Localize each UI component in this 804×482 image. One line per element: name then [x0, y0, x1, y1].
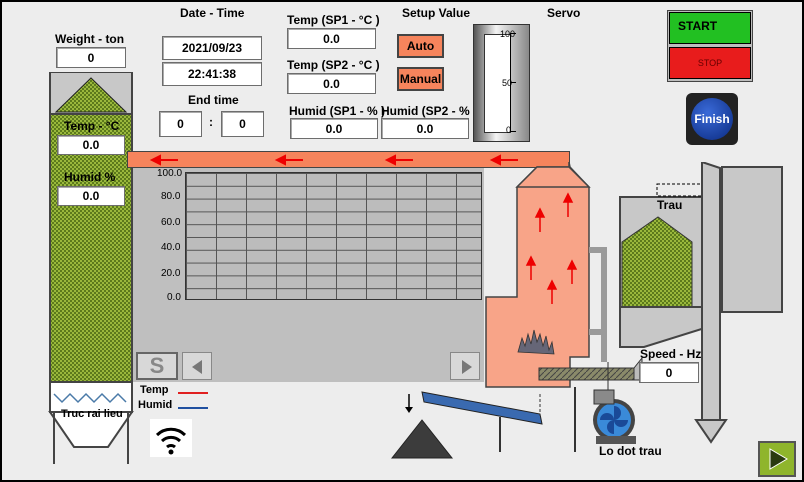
- humid-sp2-label: Humid (SP2 - % ): [381, 104, 478, 118]
- trend-scroll-left-button[interactable]: [182, 352, 212, 380]
- auto-button[interactable]: Auto: [397, 34, 444, 58]
- date-field: 2021/09/23: [162, 36, 262, 60]
- lo-dot-trau-label: Lo dot trau: [599, 444, 662, 458]
- triangle-right-icon: [462, 360, 472, 374]
- temp-sp1-field[interactable]: 0.0: [287, 28, 376, 49]
- triangle-left-icon: [192, 360, 202, 374]
- humid-sp1-label: Humid (SP1 - % ): [289, 104, 386, 118]
- end-time-label: End time: [188, 93, 239, 107]
- legend-temp-label: Temp: [140, 384, 169, 396]
- weight-field[interactable]: 0: [56, 47, 126, 68]
- plant-graphic: [390, 162, 783, 459]
- air-duct: [127, 151, 570, 168]
- finish-button[interactable]: Finish: [691, 98, 733, 140]
- end-hour-field[interactable]: 0: [159, 111, 202, 137]
- servo-tick-100: 100: [500, 29, 516, 39]
- manual-button[interactable]: Manual: [397, 67, 444, 91]
- trend-tick: 40.0: [161, 242, 181, 253]
- trend-tick: 0.0: [167, 292, 181, 303]
- end-time-separator: :: [209, 115, 213, 129]
- servo-tick-0: 0: [506, 125, 512, 135]
- silo-humid-label: Humid %: [64, 170, 116, 184]
- start-button[interactable]: START: [669, 12, 751, 44]
- silo-graphic: [48, 72, 134, 464]
- humid-sp1-field[interactable]: 0.0: [290, 118, 378, 139]
- trend-scroll-button[interactable]: S: [136, 352, 178, 380]
- temp-sp1-label: Temp (SP1 - °C ): [287, 13, 380, 27]
- humid-sp2-field[interactable]: 0.0: [381, 118, 469, 139]
- setup-value-label: Setup Value: [402, 6, 471, 20]
- trau-label: Trau: [657, 198, 683, 212]
- silo-temp-field[interactable]: 0.0: [57, 135, 125, 155]
- end-min-field[interactable]: 0: [221, 111, 264, 137]
- legend-humid-label: Humid: [138, 399, 173, 411]
- speed-label: Speed - Hz: [640, 347, 702, 361]
- trend-tick: 20.0: [161, 268, 181, 279]
- weight-label: Weight - ton: [55, 32, 125, 46]
- wifi-icon: [150, 419, 192, 457]
- trend-grid: [185, 172, 482, 300]
- stop-button[interactable]: STOP: [669, 47, 751, 79]
- silo-temp-label: Temp - °C: [64, 119, 120, 133]
- legend-humid-line: [178, 407, 208, 409]
- trend-scroll-right-button[interactable]: [450, 352, 480, 380]
- temp-sp2-label: Temp (SP2 - °C ): [287, 58, 380, 72]
- time-field: 22:41:38: [162, 62, 262, 86]
- play-icon: [769, 448, 788, 470]
- legend-temp-line: [178, 392, 208, 394]
- servo-gauge: 100 50 0: [473, 24, 530, 142]
- trend-tick: 80.0: [161, 191, 181, 202]
- trend-tick: 100.0: [157, 168, 183, 179]
- servo-label: Servo: [547, 6, 581, 20]
- servo-tick-50: 50: [502, 78, 513, 88]
- speed-field[interactable]: 0: [639, 362, 699, 383]
- next-page-button[interactable]: [758, 441, 796, 477]
- date-time-label: Date - Time: [180, 6, 245, 20]
- trend-tick: 60.0: [161, 217, 181, 228]
- truc-rai-lieu-label: Truc rai lieu: [61, 408, 123, 420]
- temp-sp2-field[interactable]: 0.0: [287, 73, 376, 94]
- silo-humid-field[interactable]: 0.0: [57, 186, 125, 206]
